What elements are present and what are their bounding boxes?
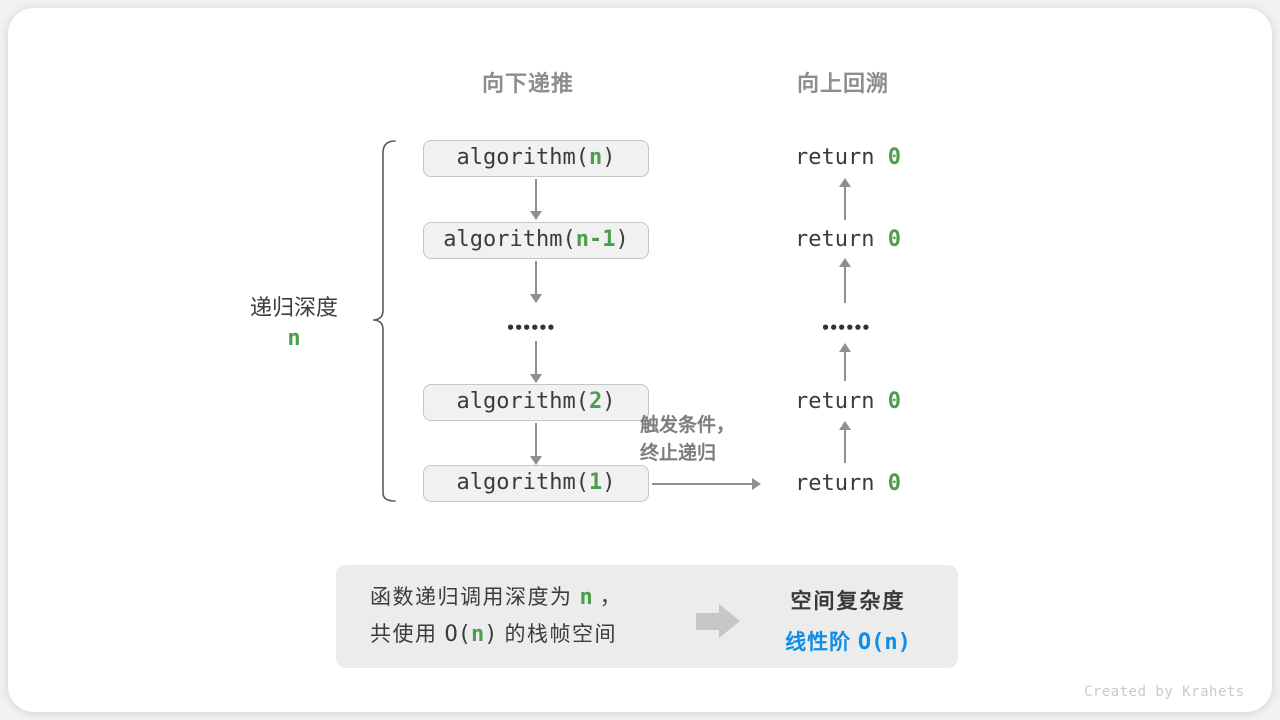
trigger-line-2: 终止递归 bbox=[640, 443, 717, 464]
call-box-n: algorithm(n) bbox=[423, 140, 649, 177]
implies-arrow-icon bbox=[696, 604, 740, 639]
summary-line-1: 函数递归调用深度为 n ， bbox=[370, 579, 622, 616]
summary-line1-var: n bbox=[579, 585, 593, 610]
arrow-down-icon bbox=[530, 261, 541, 303]
ellipsis-dots: •••••• bbox=[505, 319, 556, 337]
summary-line2-o-close: ) bbox=[484, 622, 498, 647]
arrow-up-icon bbox=[839, 421, 850, 463]
depth-variable: n bbox=[287, 326, 301, 351]
return-label: return 0 bbox=[795, 390, 901, 414]
arrow-up-icon bbox=[839, 178, 850, 220]
summary-line2-o-open: O( bbox=[444, 622, 472, 647]
summary-panel bbox=[336, 565, 958, 668]
arrow-down-icon bbox=[530, 341, 541, 383]
result-title: 空间复杂度 bbox=[790, 590, 906, 613]
trigger-note: 触发条件， 终止递归 bbox=[640, 412, 735, 468]
call-box-n-1: algorithm(n-1) bbox=[423, 222, 649, 259]
call-arg: 2 bbox=[588, 389, 603, 414]
call-arg: n-1 bbox=[575, 227, 616, 252]
result-label: 线性阶 bbox=[785, 631, 858, 654]
call-arg: n bbox=[588, 145, 603, 170]
return-value: 0 bbox=[887, 471, 901, 496]
arrow-down-icon bbox=[530, 179, 541, 220]
depth-label: 递归深度 bbox=[249, 295, 338, 320]
return-value: 0 bbox=[887, 389, 901, 414]
call-box-2: algorithm(2) bbox=[423, 384, 649, 421]
return-label: return 0 bbox=[795, 472, 901, 496]
return-keyword: return bbox=[795, 227, 888, 252]
brace-icon bbox=[372, 140, 396, 502]
call-fn: algorithm( bbox=[456, 470, 589, 495]
call-arg: 1 bbox=[588, 470, 603, 495]
return-label: return 0 bbox=[795, 228, 901, 252]
recursion-diagram-card: 向下递推 向上回溯 递归深度 n algorithm(n) algorithm(… bbox=[8, 8, 1272, 712]
call-close: ) bbox=[615, 227, 629, 252]
result-value: 线性阶 O(n) bbox=[735, 626, 961, 656]
summary-line-2: 共使用 O(n) 的栈帧空间 bbox=[370, 616, 622, 653]
credit-label: Created by Krahets bbox=[1084, 684, 1245, 700]
trigger-line-1: 触发条件， bbox=[640, 415, 736, 436]
summary-line1-pre: 函数递归调用深度为 bbox=[370, 586, 573, 609]
return-keyword: return bbox=[795, 145, 888, 170]
arrow-up-icon bbox=[839, 343, 850, 381]
header-backtrack-up: 向上回溯 bbox=[796, 71, 889, 96]
call-box-1: algorithm(1) bbox=[423, 465, 649, 502]
result-block: 空间复杂度 线性阶 O(n) bbox=[735, 585, 961, 656]
ellipsis-dots: •••••• bbox=[820, 319, 871, 337]
return-label: return 0 bbox=[795, 146, 901, 170]
result-complexity: O(n) bbox=[857, 630, 911, 655]
summary-line1-post: ， bbox=[599, 586, 623, 609]
call-fn: algorithm( bbox=[456, 389, 589, 414]
summary-line2-var: n bbox=[471, 622, 485, 647]
call-close: ) bbox=[602, 470, 616, 495]
return-value: 0 bbox=[887, 227, 901, 252]
arrow-down-icon bbox=[530, 423, 541, 465]
arrow-up-icon bbox=[839, 258, 850, 303]
call-close: ) bbox=[602, 389, 616, 414]
header-recurse-down: 向下递推 bbox=[481, 71, 574, 96]
return-value: 0 bbox=[887, 145, 901, 170]
call-fn: algorithm( bbox=[456, 145, 589, 170]
call-close: ) bbox=[602, 145, 616, 170]
return-keyword: return bbox=[795, 389, 888, 414]
arrow-right-icon bbox=[652, 478, 761, 489]
summary-line2-post: 的栈帧空间 bbox=[504, 623, 617, 646]
return-keyword: return bbox=[795, 471, 888, 496]
call-fn: algorithm( bbox=[443, 227, 576, 252]
summary-line2-pre: 共使用 bbox=[370, 623, 438, 646]
